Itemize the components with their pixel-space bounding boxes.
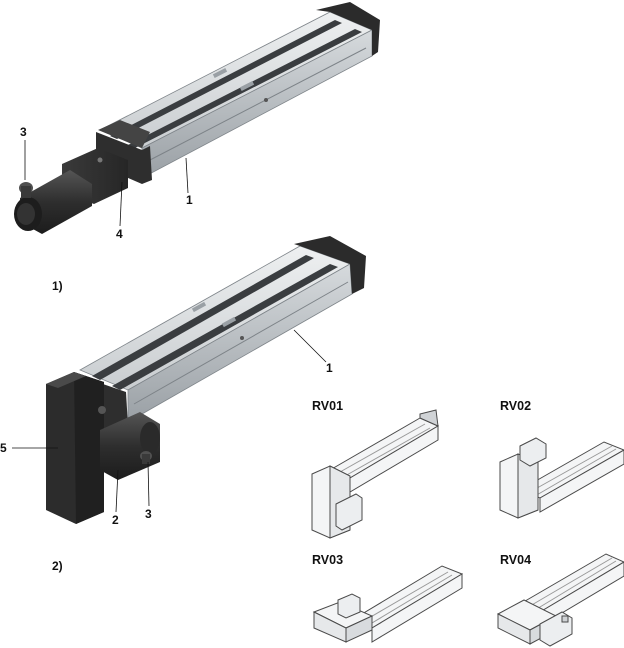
- rail-groove: [92, 255, 314, 380]
- carriage-mark: [239, 81, 255, 91]
- leader-2: [115, 469, 119, 513]
- connector-knob: [19, 182, 33, 198]
- variant-label-rv02: RV02: [500, 399, 532, 413]
- figure-label-2: 2): [52, 559, 63, 573]
- variant-rv02-sketch: [499, 437, 624, 519]
- mounting-hole: [264, 98, 268, 102]
- callout-2: 2: [112, 513, 119, 527]
- leader-3: [147, 461, 150, 507]
- carriage-mark: [212, 68, 228, 78]
- figure-2-axis-parallel-motor: [12, 236, 366, 524]
- end-cap-far: [294, 236, 366, 294]
- carriage-mark: [191, 301, 207, 313]
- belt-housing: [46, 372, 106, 524]
- leader-1: [185, 157, 189, 194]
- callout-3-fig1: 3: [20, 125, 27, 139]
- rail-groove: [112, 264, 338, 390]
- callout-1-fig1: 1: [186, 193, 193, 207]
- variant-rv03-sketch: [312, 565, 464, 643]
- rail-groove: [110, 20, 342, 139]
- variant-rv04-sketch: [496, 553, 624, 647]
- variant-label-rv04: RV04: [500, 553, 532, 567]
- figure-1-axis-inline-motor: [14, 2, 380, 234]
- variant-label-rv03: RV03: [312, 553, 344, 567]
- variant-label-rv01: RV01: [312, 399, 344, 413]
- end-cap-near-face: [98, 120, 150, 148]
- carriage-mark: [221, 316, 237, 328]
- callout-1-fig2: 1: [326, 361, 333, 375]
- figure-label-1: 1): [52, 279, 63, 293]
- end-cap-near: [96, 132, 152, 184]
- leader-4: [119, 181, 123, 227]
- mounting-hole: [240, 336, 244, 340]
- callout-5: 5: [0, 441, 7, 455]
- leader-1: [293, 329, 327, 363]
- end-cap-far: [316, 2, 380, 56]
- callout-4: 4: [116, 227, 123, 241]
- motor-body: [14, 170, 92, 234]
- connector-knob: [140, 451, 152, 464]
- callout-3-fig2: 3: [145, 507, 152, 521]
- variant-rv01-sketch: [311, 409, 440, 539]
